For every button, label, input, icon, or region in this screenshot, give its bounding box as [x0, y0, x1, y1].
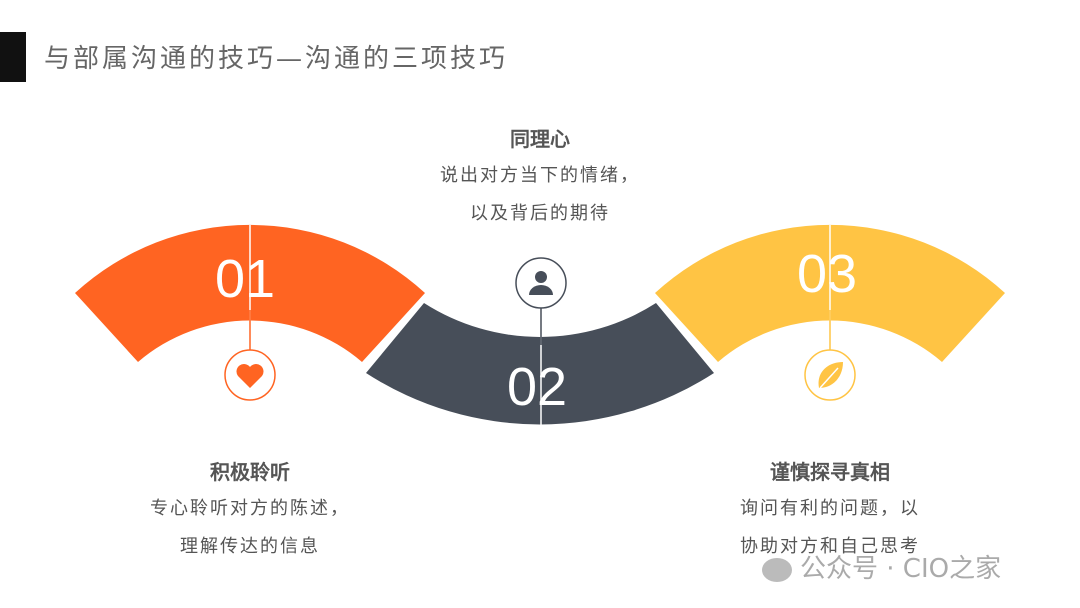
watermark: 公众号 · CIO之家 [762, 548, 1001, 585]
desc-03-line-1: 询问有利的问题，以 [740, 498, 920, 519]
desc-02-line-1: 说出对方当下的情绪， [440, 165, 640, 186]
wechat-icon [762, 557, 792, 582]
desc-01-line-2: 理解传达的信息 [180, 536, 320, 557]
heading-02: 同理心 [510, 127, 570, 151]
desc-03: 询问有利的问题，以 协助对方和自己思考 [680, 490, 980, 566]
title-accent-bar [0, 32, 26, 82]
desc-02: 说出对方当下的情绪， 以及背后的期待 [390, 157, 690, 233]
number-01: 01 [215, 249, 275, 309]
heart-icon [224, 349, 276, 401]
desc-01: 专心聆听对方的陈述， 理解传达的信息 [100, 490, 400, 566]
desc-03-line-2: 协助对方和自己思考 [740, 536, 920, 557]
person-icon [515, 257, 567, 309]
heading-01: 积极聆听 [210, 460, 290, 484]
desc-01-line-1: 专心聆听对方的陈述， [150, 498, 350, 519]
number-02: 02 [507, 357, 567, 417]
number-03: 03 [797, 244, 857, 304]
heading-03: 谨慎探寻真相 [770, 460, 890, 484]
band-02 [366, 303, 714, 425]
page-title: 与部属沟通的技巧—沟通的三项技巧 [44, 44, 509, 74]
watermark-text: 公众号 · CIO之家 [800, 554, 1002, 584]
desc-02-line-2: 以及背后的期待 [470, 203, 610, 224]
leaf-icon [804, 349, 856, 401]
